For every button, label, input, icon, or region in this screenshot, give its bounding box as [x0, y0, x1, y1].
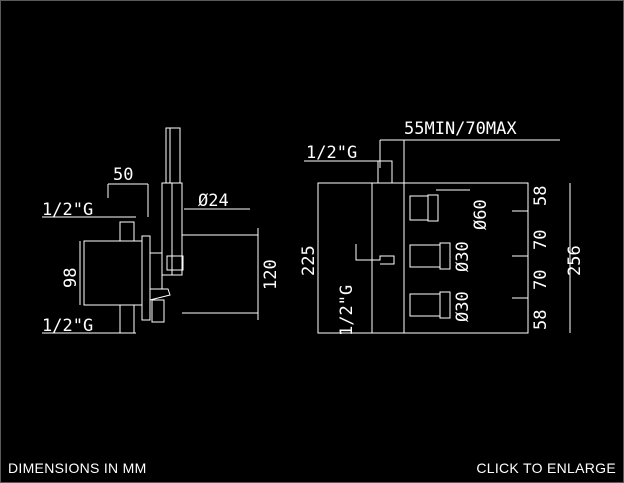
- valve-top-rosette: [427, 194, 439, 222]
- front-thread-top-label: 1/2"G: [306, 143, 357, 163]
- thread-top-label: 1/2"G: [42, 200, 93, 220]
- dim-256-label: 256: [565, 245, 585, 276]
- valve-middle-rosette: [439, 242, 451, 270]
- seg-70-a-label: 70: [531, 230, 551, 250]
- side-view: [42, 127, 259, 334]
- side-inlet: [355, 244, 395, 265]
- dia-30-a-label: Ø30: [453, 241, 473, 272]
- valve-middle: [409, 244, 441, 268]
- outlet-spout: [151, 299, 165, 323]
- dimensions-label: DIMENSIONS IN MM: [8, 460, 147, 476]
- front-view: [304, 139, 571, 334]
- mixer-body: [83, 240, 143, 306]
- dim-98-label: 98: [61, 268, 81, 288]
- lever: [149, 288, 171, 301]
- valve-bottom: [409, 293, 441, 317]
- dia-30-b-label: Ø30: [453, 291, 473, 322]
- thread-bottom-label: 1/2"G: [42, 316, 93, 336]
- dim-225-label: 225: [299, 245, 319, 276]
- dia-60-label: Ø60: [471, 199, 491, 230]
- shower-holder: [166, 255, 184, 271]
- mixer-front: [149, 252, 163, 290]
- valve-top: [409, 195, 429, 221]
- top-pipe: [377, 160, 393, 184]
- dim-120-label: 120: [261, 259, 281, 290]
- dia-24-label: Ø24: [198, 191, 229, 211]
- front-thread-side-label: 1/2"G: [337, 285, 357, 336]
- dim-50-label: 50: [113, 165, 133, 185]
- pipe-top: [119, 221, 135, 242]
- pipe-bottom: [119, 304, 135, 334]
- wall-plate: [141, 235, 151, 321]
- enlarge-link[interactable]: CLICK TO ENLARGE: [476, 460, 616, 476]
- valve-bottom-rosette: [439, 291, 451, 319]
- hand-shower-head: [165, 127, 181, 184]
- seg-58-top-label: 58: [531, 186, 551, 206]
- seg-58-bottom-label: 58: [531, 310, 551, 330]
- seg-70-b-label: 70: [531, 270, 551, 290]
- depth-range-label: 55MIN/70MAX: [404, 119, 517, 139]
